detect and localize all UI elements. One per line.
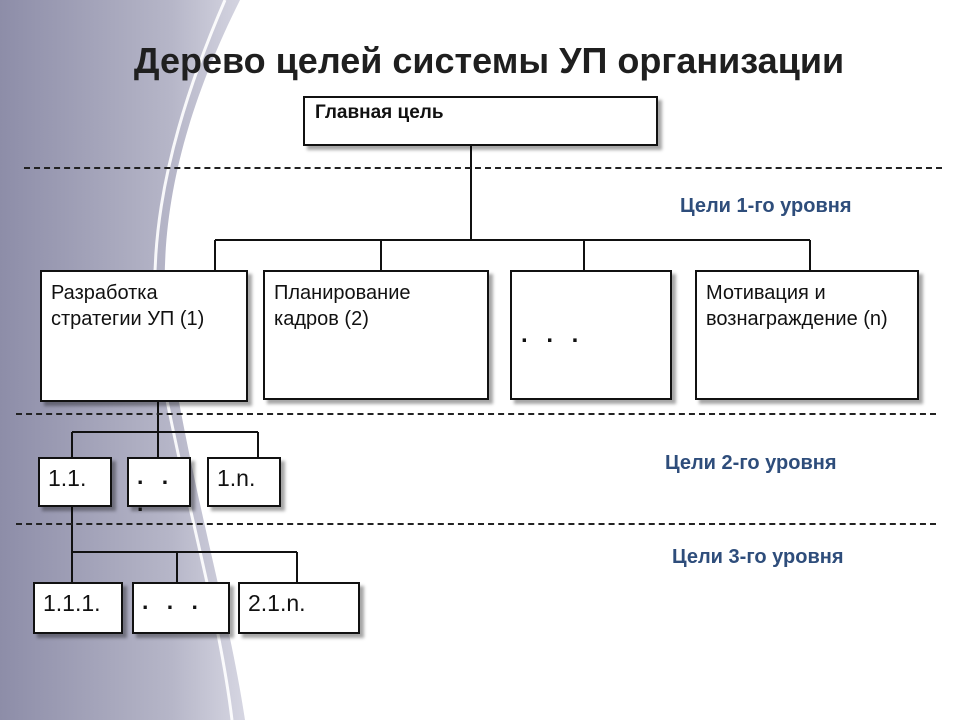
level-3-box-ellipsis: . . . (132, 582, 230, 634)
level-1-box-planning: Планирование кадров (2) (263, 270, 489, 400)
level-3-box-2-1-n: 2.1.n. (238, 582, 360, 634)
level-3-label: Цели 3-го уровня (672, 546, 844, 568)
level-1-separator (24, 167, 942, 169)
level-1-box-motivation: Мотивация и вознаграждение (n) (695, 270, 919, 400)
level-2-separator (16, 413, 936, 415)
level-1-box-strategy: Разработка стратегии УП (1) (40, 270, 248, 402)
level-2-label: Цели 2-го уровня (665, 452, 837, 474)
level-1-label: Цели 1-го уровня (680, 195, 852, 217)
level-1-box-ellipsis: . . . (510, 270, 672, 400)
main-goal-box: Главная цель (303, 96, 658, 146)
level-3-separator (16, 523, 936, 525)
level-3-box-1-1-1: 1.1.1. (33, 582, 123, 634)
level-2-box-1-1: 1.1. (38, 457, 112, 507)
page-title: Дерево целей системы УП организации (133, 40, 845, 81)
level-2-box-ellipsis: . . . (127, 457, 191, 516)
level-2-box-1-n: 1.n. (207, 457, 281, 507)
ellipsis-text: . . . (521, 321, 585, 348)
